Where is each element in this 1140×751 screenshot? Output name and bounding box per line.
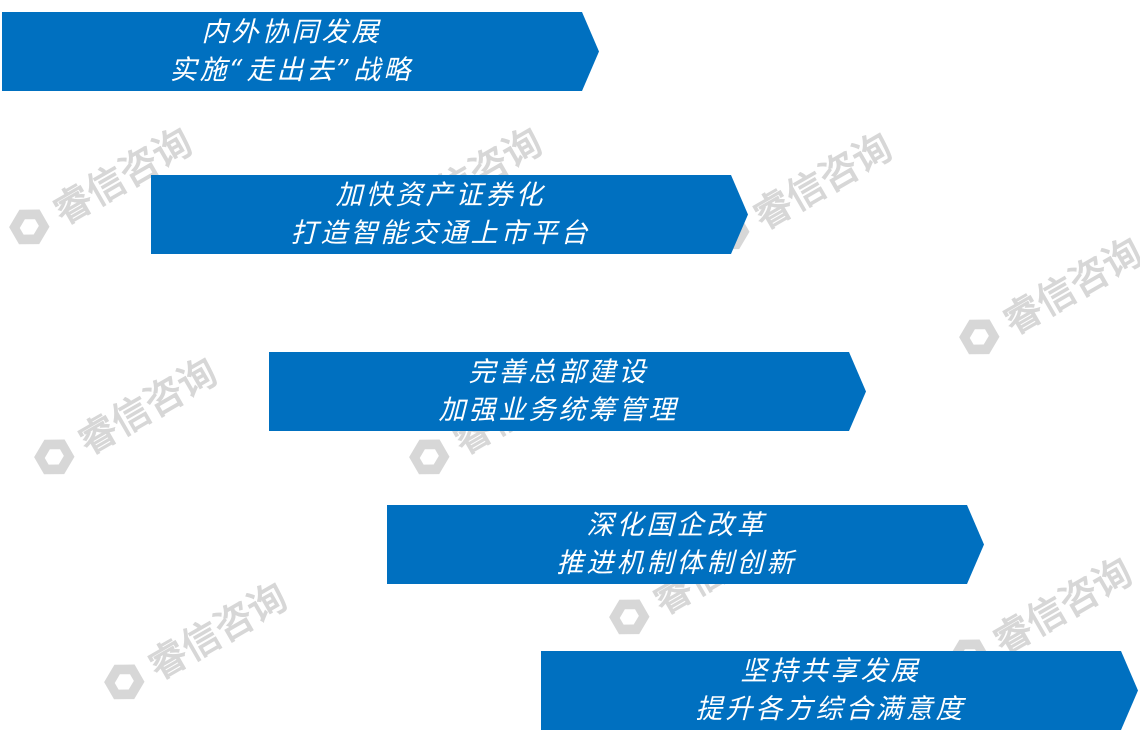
strategy-arrow-3-line-1: 完善总部建设 (468, 356, 649, 388)
strategy-arrow-4-line-2: 推进机制体制创新 (556, 547, 797, 579)
watermark: 睿信咨询 (21, 342, 225, 492)
strategy-arrow-5-line-2: 提升各方综合满意度 (695, 693, 966, 725)
strategy-arrow-1: 内外协同发展 实施“走出去”战略 (2, 12, 599, 91)
watermark-logo-icon (8, 209, 50, 244)
watermark-text: 睿信咨询 (985, 549, 1140, 664)
watermark: 睿信咨询 (91, 567, 295, 717)
strategy-arrow-2-line-1: 加快资产证券化 (335, 179, 546, 211)
strategy-arrow-1-line-2: 实施“走出去”战略 (169, 54, 414, 86)
strategy-arrow-5: 坚持共享发展 提升各方综合满意度 (541, 651, 1138, 730)
strategy-arrow-4-line-1: 深化国企改革 (586, 509, 767, 541)
watermark-logo-icon (958, 319, 1000, 354)
watermark-text: 睿信咨询 (995, 229, 1140, 344)
watermark-logo-icon (33, 439, 75, 474)
watermark-logo-icon (608, 599, 650, 634)
watermark-text: 睿信咨询 (745, 124, 900, 239)
strategy-arrow-3-line-2: 加强业务统筹管理 (438, 394, 679, 426)
strategy-arrow-4: 深化国企改革 推进机制体制创新 (387, 505, 984, 584)
strategy-arrow-1-line-1: 内外协同发展 (201, 16, 382, 48)
strategy-arrow-3: 完善总部建设 加强业务统筹管理 (269, 352, 866, 431)
watermark-logo-icon (103, 664, 145, 699)
strategy-arrow-5-line-1: 坚持共享发展 (740, 655, 921, 687)
watermark: 睿信咨询 (946, 222, 1140, 372)
strategy-arrow-2: 加快资产证券化 打造智能交通上市平台 (151, 175, 748, 254)
strategy-arrow-2-line-2: 打造智能交通上市平台 (290, 217, 591, 249)
watermark-text: 睿信咨询 (140, 574, 295, 689)
watermark-text: 睿信咨询 (70, 349, 225, 464)
watermark-logo-icon (408, 439, 450, 474)
